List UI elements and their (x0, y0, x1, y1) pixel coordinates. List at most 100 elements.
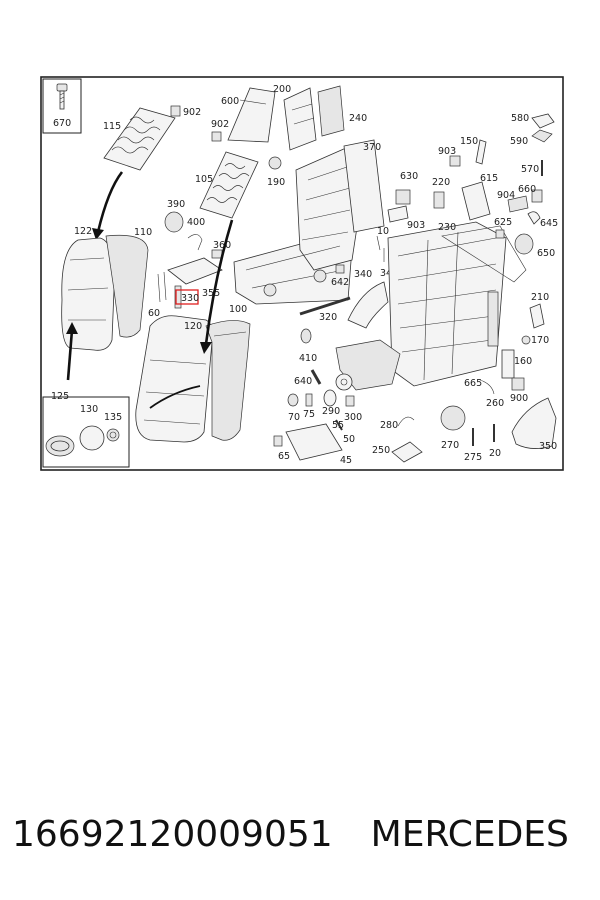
knob-70 (287, 393, 299, 407)
inset-box-bolt (42, 78, 82, 134)
seat-cushion-left (61, 234, 149, 351)
clip-900 (511, 377, 525, 391)
label-260: 260 (486, 398, 504, 409)
backrest-cover (227, 87, 276, 143)
tray-45 (285, 423, 343, 461)
label-50: 50 (343, 434, 355, 445)
label-122: 122 (74, 226, 92, 237)
cover-250 (391, 441, 423, 463)
parts-diagram: 670 125 130 135 115 902 600 902 200 240 (40, 76, 564, 471)
label-640: 640 (294, 376, 312, 387)
label-55: 55 (332, 420, 344, 431)
label-360: 360 (213, 240, 231, 251)
clip-902-upper (170, 105, 181, 117)
rod-60-a (157, 273, 161, 303)
label-330: 330 (181, 293, 199, 304)
label-590: 590 (510, 136, 528, 147)
diagram-frame (40, 76, 564, 471)
label-280: 280 (380, 420, 398, 431)
seat-backrest-main (135, 315, 251, 443)
part-number: 16692120009051 (12, 813, 333, 855)
label-20: 20 (489, 448, 501, 459)
part-330 (174, 285, 182, 309)
cover-230 (441, 225, 527, 283)
clip-300 (345, 395, 355, 407)
clip-625 (495, 229, 505, 239)
part-645 (527, 211, 541, 225)
part-220 (433, 191, 445, 209)
knob-190 (268, 156, 282, 170)
label-210: 210 (531, 292, 549, 303)
cap-580 (531, 113, 555, 129)
label-240: 240 (349, 113, 367, 124)
label-410: 410 (299, 353, 317, 364)
rear-panel (283, 85, 345, 151)
label-65: 65 (278, 451, 290, 462)
label-670: 670 (53, 118, 71, 129)
clip-642 (335, 264, 345, 274)
label-75: 75 (303, 409, 315, 420)
label-355: 355 (202, 288, 220, 299)
label-290: 290 (322, 406, 340, 417)
knob-650 (514, 233, 534, 255)
pin-55 (335, 419, 343, 431)
label-370: 370 (363, 142, 381, 153)
label-903-upper: 903 (438, 146, 456, 157)
arrow-head-1 (92, 228, 104, 240)
knob-390 (164, 211, 184, 233)
label-275: 275 (464, 452, 482, 463)
cap-590 (531, 129, 553, 143)
arrow-head-3 (200, 342, 212, 354)
part-210 (529, 303, 545, 329)
arrow-badge-to-cushion (66, 329, 74, 381)
rod-60-b (163, 271, 167, 301)
label-190: 190 (267, 177, 285, 188)
trim-strip (487, 291, 499, 347)
clip-360 (211, 249, 223, 259)
label-270: 270 (441, 440, 459, 451)
label-625: 625 (494, 217, 512, 228)
label-615: 615 (480, 173, 498, 184)
part-410 (300, 328, 312, 344)
arrow-badge-to-backrest (149, 385, 201, 409)
label-250: 250 (372, 445, 390, 456)
label-902-upper: 902 (183, 107, 201, 118)
knob-290 (323, 389, 337, 407)
part-160 (501, 349, 515, 379)
part-904 (507, 195, 529, 213)
label-642: 642 (331, 277, 349, 288)
label-645: 645 (540, 218, 558, 229)
arrow-pad-to-backrest (204, 219, 234, 345)
label-650: 650 (537, 248, 555, 259)
bracket-355 (167, 257, 223, 285)
plug-170 (521, 335, 531, 345)
label-900: 900 (510, 393, 528, 404)
label-60: 60 (148, 308, 160, 319)
label-630: 630 (400, 171, 418, 182)
part-150 (475, 139, 487, 165)
label-903-lower: 903 (407, 220, 425, 231)
brand-name: MERCEDES (370, 813, 569, 855)
label-10: 10 (377, 226, 389, 237)
part-caption: 16692120009051 MERCEDES (12, 806, 592, 862)
label-220: 220 (432, 177, 450, 188)
label-340: 340 (354, 269, 372, 280)
label-904: 904 (497, 190, 515, 201)
label-110: 110 (134, 227, 152, 238)
label-230: 230 (438, 222, 456, 233)
label-105: 105 (195, 174, 213, 185)
latch-615 (461, 181, 491, 221)
seat-frame-right (335, 221, 507, 391)
clip-903-upper (449, 155, 461, 167)
cover-370 (343, 139, 385, 233)
pin-640 (310, 369, 322, 385)
arrow-pad-to-cushion (96, 171, 124, 233)
label-200: 200 (273, 84, 291, 95)
label-320: 320 (319, 312, 337, 323)
label-570: 570 (521, 164, 539, 175)
label-160: 160 (514, 356, 532, 367)
hook-260 (479, 379, 495, 395)
label-170: 170 (531, 335, 549, 346)
label-45: 45 (340, 455, 352, 466)
hook-280 (397, 416, 415, 427)
